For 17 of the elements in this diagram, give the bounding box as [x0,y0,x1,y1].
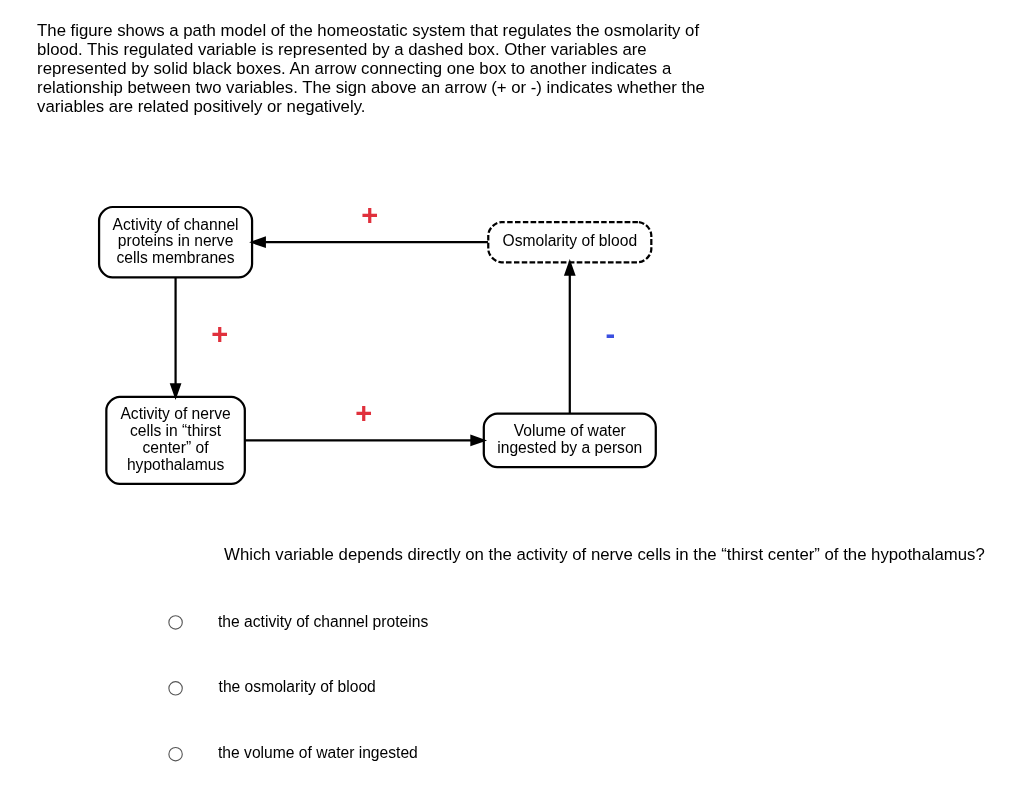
edge-label: + [211,317,229,350]
node-box: Volume of water ingested by a person [482,412,657,469]
node-box: Osmolarity of blood [487,220,653,264]
edge-label: - [605,317,616,350]
label: the activity of channel proteins [218,612,429,630]
edge-label: + [361,198,379,231]
node-box: Activity of nerve cells in “thirst center” of hypothalamus [105,395,246,486]
label: the osmolarity of blood [218,678,376,696]
node-box: Activity of channel proteins in nerve cells membranes [97,205,254,279]
label: The figure shows a path model of the homeostatic system that regulates the osmolarity of blood. This regulated variable is represented by a dashed box. Other variables are represented by solid black boxes. An arrow connecting one box to another indicates a relationship between two variables. The sign above an arrow (+ or -) indicates whether the variables are related positively or negatively. [37,21,705,117]
edge-label: + [355,396,373,429]
arrow [245,434,488,447]
label: Which variable depends directly on the activity of nerve cells in the “thirst center” of the hypothalamus? [224,545,985,565]
arrow [249,236,488,249]
arrow [169,277,182,401]
arrow [563,259,576,414]
label: the volume of water ingested [218,744,418,762]
